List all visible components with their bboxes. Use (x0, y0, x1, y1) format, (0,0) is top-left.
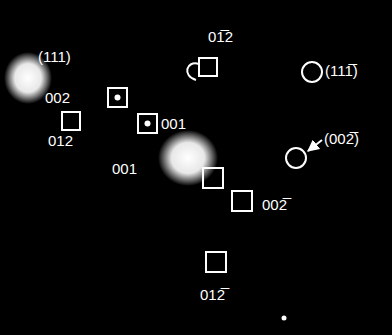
miller-index: 01̅2 (208, 28, 233, 46)
index-square (199, 58, 217, 76)
index-square (138, 114, 157, 133)
miller-index: 002̅ (262, 196, 287, 214)
miller-index: 012 (48, 132, 73, 150)
miller-index: (111) (38, 48, 71, 66)
index-square (203, 168, 223, 188)
miller-index: 001 (112, 160, 137, 178)
miller-index: 002 (45, 89, 70, 107)
index-circle (286, 148, 306, 168)
miller-index: (002̅) (324, 130, 359, 148)
diffraction-spot (145, 121, 151, 127)
index-circle (302, 62, 322, 82)
diffraction-spot (158, 130, 218, 186)
index-square (206, 252, 226, 272)
miller-index: 001 (161, 115, 186, 133)
index-square (108, 88, 127, 107)
diffraction-spot (282, 316, 287, 321)
diffraction-spot (115, 95, 121, 101)
miller-index: 012̅ (200, 286, 225, 304)
leader-arrow (308, 140, 322, 151)
index-square (232, 191, 252, 211)
index-square (62, 112, 80, 130)
circle-mark (187, 63, 199, 80)
miller-index: (111̅) (325, 62, 358, 80)
